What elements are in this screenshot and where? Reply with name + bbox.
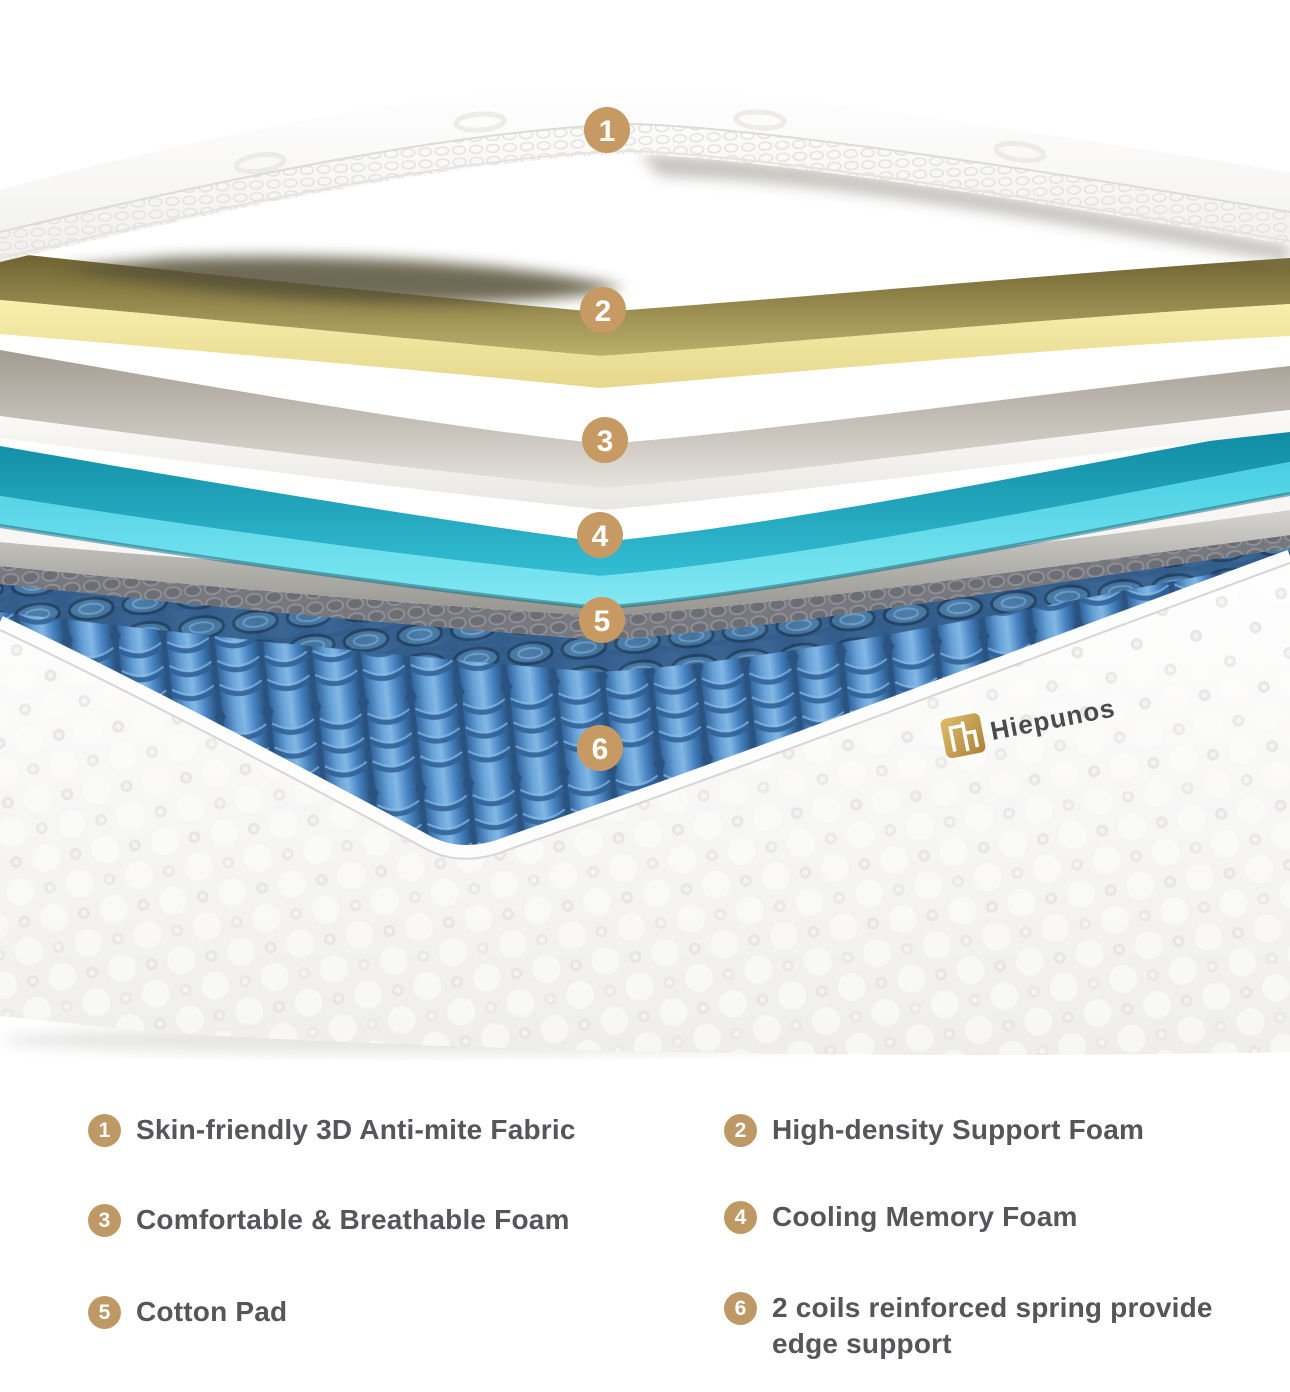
marker-number: 2: [595, 295, 612, 328]
legend-label: High-density Support Foam: [772, 1114, 1145, 1145]
top-fabric-tufting: [233, 109, 1047, 175]
marker-circle: [577, 725, 623, 771]
layer-breathable-foam: [0, 350, 1290, 510]
layer-marker-4: 4: [577, 512, 623, 558]
layer-marker-5: 5: [579, 597, 625, 643]
base-piping-seam: [0, 562, 1290, 860]
legend-label: Skin-friendly 3D Anti-mite Fabric: [136, 1114, 576, 1145]
legend-number-badge: 6: [724, 1292, 757, 1325]
layer-marker-3: 3: [582, 417, 628, 463]
legend-item-6: 6 2 coils reinforced spring provide edge…: [724, 1290, 1269, 1363]
legend-number-badge: 5: [88, 1296, 121, 1329]
legend-number-badge: 2: [724, 1114, 757, 1147]
legend-item-3: 3 Comfortable & Breathable Foam: [88, 1202, 708, 1238]
marker-circle: [580, 287, 626, 333]
layer-marker-6: 6: [577, 725, 623, 771]
brand-logo-icon: [940, 713, 986, 759]
breathable-foam-edge: [0, 410, 1290, 510]
legend-item-1: 1 Skin-friendly 3D Anti-mite Fabric: [88, 1112, 708, 1148]
legend-item-5: 5 Cotton Pad: [88, 1294, 708, 1330]
marker-number: 6: [592, 733, 609, 766]
marker-circle: [577, 512, 623, 558]
legend-item-2: 2 High-density Support Foam: [724, 1112, 1269, 1148]
legend-number-badge: 3: [88, 1204, 121, 1237]
marker-circle: [584, 107, 630, 153]
top-fabric-under-shadow: [60, 256, 625, 304]
top-fabric-body: [0, 84, 1290, 262]
marker-number: 4: [592, 520, 609, 553]
base-piping: [0, 549, 1290, 858]
spring-coil-tops: [0, 548, 1290, 672]
marker-number: 3: [597, 425, 614, 458]
legend-number-badge: 1: [88, 1114, 121, 1147]
layer-top-fabric: [0, 84, 1290, 304]
brand-logo-monogram: [948, 721, 980, 752]
top-fabric-under-shadow-right: [640, 154, 1290, 262]
legend-label: Cooling Memory Foam: [772, 1201, 1078, 1232]
marker-number: 1: [599, 115, 616, 148]
marker-circle: [579, 597, 625, 643]
layer-marker-2: 2: [580, 287, 626, 333]
memory-foam-top: [0, 426, 1290, 576]
mattress-exploded-illustration: Hiepunos: [0, 84, 1290, 1056]
legend-number-badge: 4: [724, 1201, 757, 1234]
memory-foam-edge: [0, 462, 1290, 608]
breathable-foam-top: [0, 350, 1290, 488]
layer-spring-base: Hiepunos: [0, 548, 1290, 1056]
legend-label: Comfortable & Breathable Foam: [136, 1204, 570, 1235]
pad-gray-face: [0, 510, 1290, 616]
legend-label: Cotton Pad: [136, 1296, 288, 1327]
legend-item-4: 4 Cooling Memory Foam: [724, 1199, 1269, 1235]
support-foam-top: [0, 252, 1290, 356]
top-fabric-piping-line: [0, 122, 1290, 233]
pad-hex-edging: [0, 535, 1290, 640]
marker-number: 5: [594, 605, 611, 638]
support-foam-edge: [0, 300, 1290, 388]
layer-support-foam: [0, 252, 1290, 388]
marker-circle: [582, 417, 628, 463]
layer-marker-1: 1: [584, 107, 630, 153]
layer-markers: 1 2 3 4 5 6: [577, 107, 630, 771]
legend-label: 2 coils reinforced spring provide edge s…: [772, 1292, 1213, 1360]
top-fabric-bottom-line: [0, 149, 1290, 259]
